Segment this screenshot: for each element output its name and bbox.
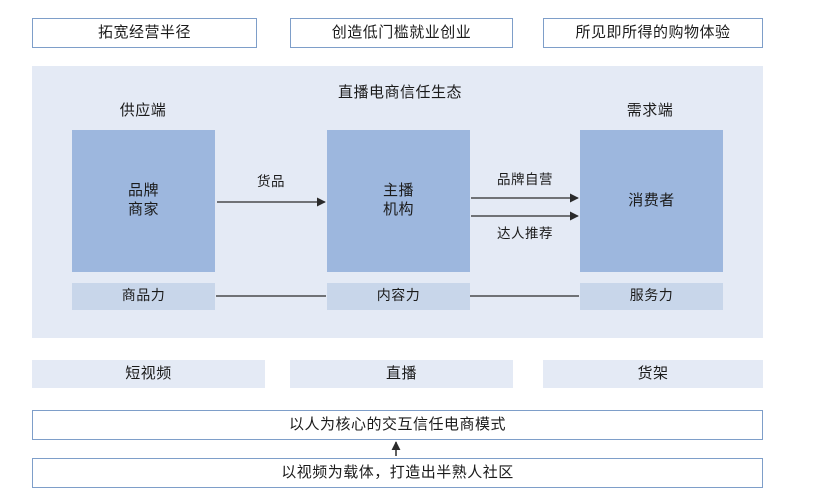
actor-brand-merchant-line2: 商家 xyxy=(127,202,159,218)
channel-shelf-text: 货架 xyxy=(637,365,669,382)
actor-box-brand-merchant: 品牌 商家 xyxy=(72,130,215,272)
summary-box-trust-model: 以人为核心的交互信任电商模式 xyxy=(32,410,763,440)
flow-label-influencer-recommend: 达人推荐 xyxy=(470,224,580,244)
demand-side-text: 需求端 xyxy=(626,102,674,119)
top-banner-label-2: 创造低门槛就业创业 xyxy=(331,24,472,41)
summary-box-video-community: 以视频为载体，打造出半熟人社区 xyxy=(32,458,763,488)
summary-trust-model-text: 以人为核心的交互信任电商模式 xyxy=(288,416,506,433)
flow-label-influencer-recommend-text: 达人推荐 xyxy=(497,225,553,241)
actor-brand-merchant-line1: 品牌 xyxy=(127,183,159,200)
panel-title-text: 直播电商信任生态 xyxy=(337,84,462,101)
top-banner-box-1: 拓宽经营半径 xyxy=(32,18,257,48)
channel-short-video-text: 短视频 xyxy=(125,365,172,382)
channel-box-livestream: 直播 xyxy=(290,360,513,388)
summary-video-community-text: 以视频为载体，打造出半熟人社区 xyxy=(281,464,514,481)
actor-box-consumer: 消费者 xyxy=(580,130,723,272)
channel-livestream-text: 直播 xyxy=(385,365,417,382)
supply-side-label: 供应端 xyxy=(88,100,198,122)
channel-box-short-video: 短视频 xyxy=(32,360,265,388)
top-banner-label-3: 所见即所得的购物体验 xyxy=(575,24,731,41)
capability-box-content: 内容力 xyxy=(327,283,470,310)
flow-label-goods-text: 货品 xyxy=(257,173,285,189)
flow-label-goods: 货品 xyxy=(218,172,324,192)
actor-streamer-agency-line2: 机构 xyxy=(382,202,414,218)
capability-box-service: 服务力 xyxy=(580,283,723,310)
panel-title: 直播电商信任生态 xyxy=(300,82,500,104)
actor-box-streamer-agency: 主播 机构 xyxy=(327,130,470,272)
flow-label-brand-self-operated-text: 品牌自营 xyxy=(497,171,553,187)
actor-consumer-line1: 消费者 xyxy=(628,192,675,209)
capability-service-text: 服务力 xyxy=(629,288,674,304)
top-banner-box-2: 创造低门槛就业创业 xyxy=(290,18,513,48)
flow-label-brand-self-operated: 品牌自营 xyxy=(470,170,580,190)
capability-box-product: 商品力 xyxy=(72,283,215,310)
channel-box-shelf: 货架 xyxy=(543,360,763,388)
capability-product-text: 商品力 xyxy=(121,288,166,304)
top-banner-label-1: 拓宽经营半径 xyxy=(97,24,191,41)
supply-side-text: 供应端 xyxy=(119,102,167,119)
actor-streamer-agency-line1: 主播 xyxy=(382,183,414,200)
top-banner-box-3: 所见即所得的购物体验 xyxy=(543,18,763,48)
demand-side-label: 需求端 xyxy=(595,100,705,122)
capability-content-text: 内容力 xyxy=(376,288,421,304)
